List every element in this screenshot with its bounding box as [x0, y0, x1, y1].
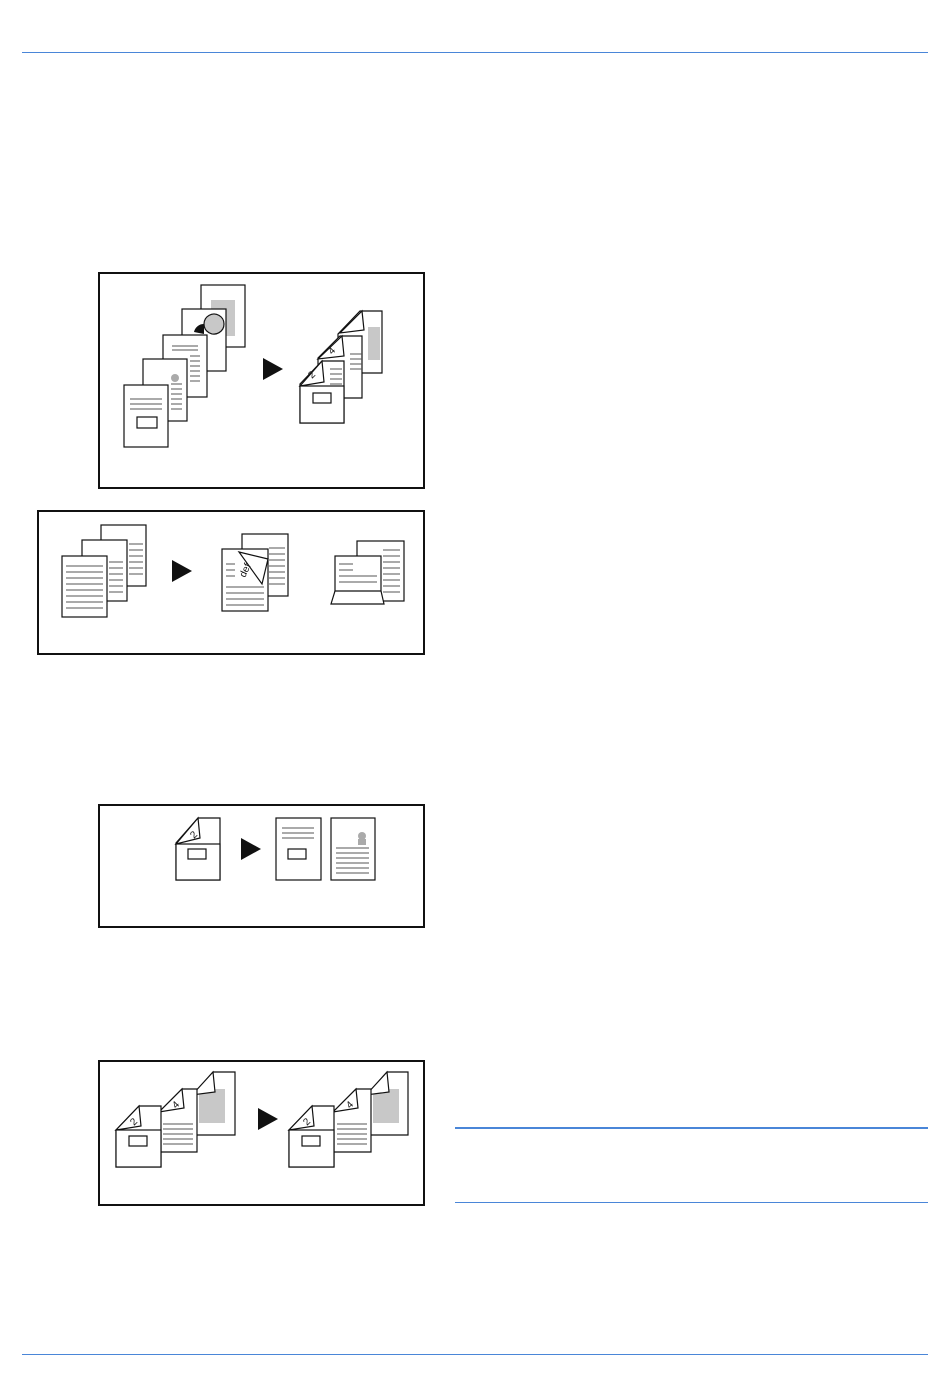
header-rule: [22, 52, 928, 53]
pie-chart-icon: [204, 314, 224, 334]
page-curl-icon: [331, 591, 384, 604]
note-bottom-rule: [455, 1202, 928, 1203]
footer-rule: [22, 1354, 928, 1355]
arrow-right-icon: [172, 560, 192, 582]
illustration-1sided-to-2sided: 4 2: [98, 272, 425, 489]
note-top-rule: [455, 1127, 928, 1129]
arrow-right-icon: [241, 838, 261, 860]
arrow-right-icon: [263, 358, 283, 380]
illustration-binding-options: def: [37, 510, 425, 655]
copy-page-back: [331, 818, 375, 880]
photo-icon: [358, 832, 366, 840]
page-curl-icon: [340, 311, 364, 333]
arrow-right-icon: [258, 1108, 278, 1130]
diagram-1sided-to-2sided: 4 2: [100, 274, 423, 487]
original-page: [124, 385, 168, 447]
illustration-2sided-to-1sided: 2: [98, 804, 425, 928]
photo-icon: [171, 374, 179, 382]
diagram-binding-options: def: [39, 512, 423, 653]
diagram-2sided-to-2sided: 4 2 4 2: [100, 1062, 423, 1204]
diagram-2sided-to-1sided: 2: [100, 806, 423, 926]
illustration-2sided-to-2sided: 4 2 4 2: [98, 1060, 425, 1206]
